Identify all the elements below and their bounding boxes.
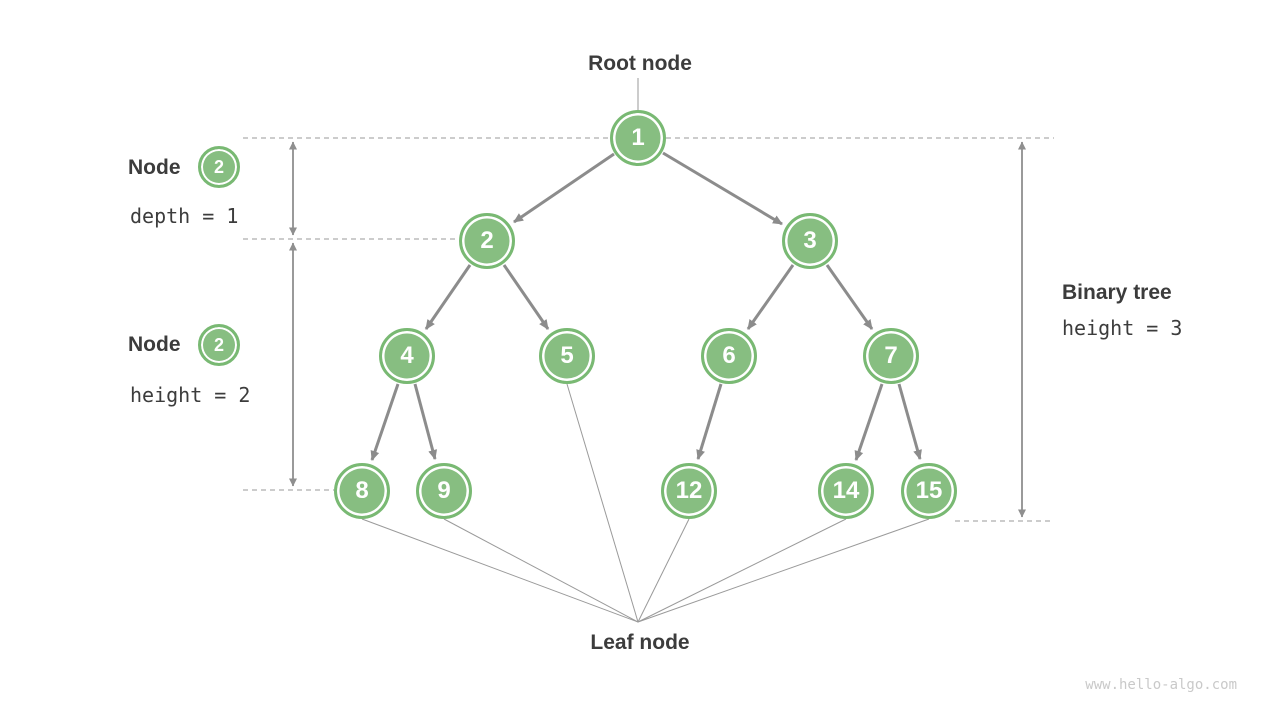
root-node-label: Root node [588, 52, 692, 75]
edge-7-15 [897, 383, 922, 460]
node-depth-label: Node [128, 156, 181, 179]
edge-4-8 [370, 383, 400, 461]
tree-node-6: 6 [701, 328, 757, 384]
node-height-badge: 2 [198, 324, 240, 366]
leaf-connectors [361, 383, 930, 623]
edge-1-3 [662, 151, 783, 226]
tree-node-2: 2 [459, 213, 515, 269]
edge-2-5 [502, 264, 550, 330]
edge-3-6 [746, 264, 795, 330]
edge-2-4 [424, 264, 472, 330]
edge-7-14 [854, 383, 884, 461]
node-depth-metric: depth = 1 [130, 204, 239, 228]
edge-3-7 [825, 264, 874, 330]
node-height-label: Node [128, 333, 181, 356]
tree-node-15: 15 [901, 463, 957, 519]
leaf-node-label: Leaf node [590, 631, 690, 654]
tree-node-14: 14 [818, 463, 874, 519]
tree-node-12: 12 [661, 463, 717, 519]
node-depth-badge: 2 [198, 146, 240, 188]
edge-1-2 [513, 152, 615, 224]
binary-tree-label: Binary tree [1062, 281, 1172, 304]
edge-6-12 [696, 383, 723, 460]
measure-arrows [289, 141, 1026, 518]
tree-node-3: 3 [782, 213, 838, 269]
tree-edges [370, 151, 922, 461]
tree-node-5: 5 [539, 328, 595, 384]
tree-node-7: 7 [863, 328, 919, 384]
edge-4-9 [413, 383, 438, 460]
binary-tree-metric: height = 3 [1062, 316, 1183, 340]
tree-node-9: 9 [416, 463, 472, 519]
tree-node-1: 1 [610, 110, 666, 166]
watermark: www.hello-algo.com [1085, 677, 1237, 693]
tree-node-4: 4 [379, 328, 435, 384]
node-height-metric: height = 2 [130, 383, 251, 407]
tree-node-8: 8 [334, 463, 390, 519]
